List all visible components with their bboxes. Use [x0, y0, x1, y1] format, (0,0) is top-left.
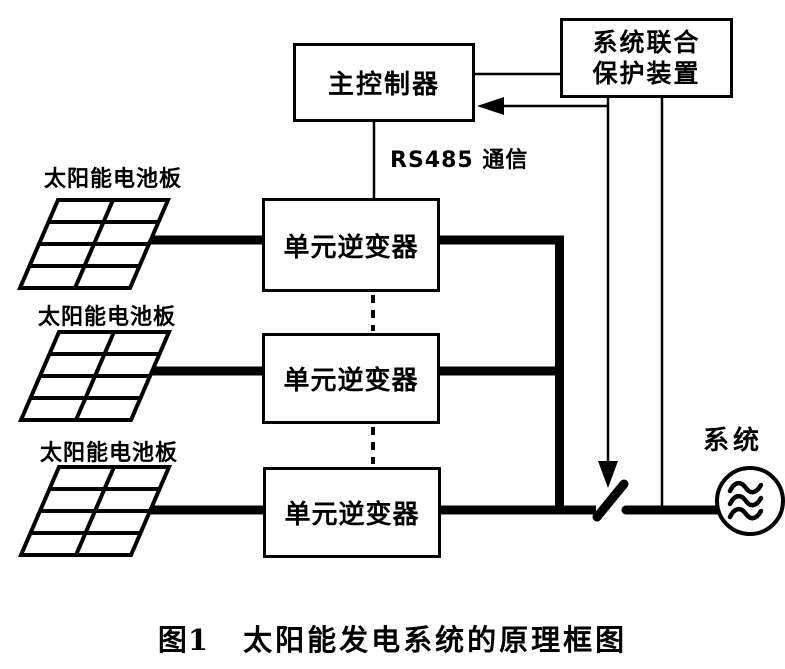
unit-inverter-box-1: 单元逆变器	[262, 198, 440, 292]
arrow-left-icon	[477, 97, 504, 115]
solar-panel-icon-3	[19, 465, 171, 557]
figure-number: 图1	[157, 623, 210, 657]
grid-system-label: 系统	[703, 426, 764, 456]
protection-device-label-line2: 保护装置	[592, 59, 701, 88]
unit-inverter-label-1: 单元逆变器	[283, 232, 419, 263]
solar-panel-label-2: 太阳能电池板	[38, 305, 177, 330]
solar-panel-label-1: 太阳能电池板	[44, 167, 183, 192]
protection-control-wire	[501, 98, 610, 461]
protection-device-box: 系统联合 保护装置	[560, 18, 733, 98]
main-controller-box: 主控制器	[293, 43, 475, 122]
unit-inverter-box-2: 单元逆变器	[262, 333, 440, 424]
figure-caption: 图1 太阳能发电系统的原理框图	[0, 617, 785, 659]
arrow-down-icon	[598, 461, 618, 488]
main-controller-label: 主控制器	[327, 70, 440, 100]
solar-panel-icon-2	[19, 330, 171, 422]
protection-device-label-line1: 系统联合	[592, 27, 701, 57]
switch-icon	[592, 479, 629, 522]
solar-panel-icon-1	[18, 198, 170, 290]
ac-grid-icon	[715, 466, 785, 536]
solar-panel-label-3: 太阳能电池板	[40, 441, 179, 466]
unit-inverter-label-2: 单元逆变器	[283, 366, 419, 396]
unit-inverter-box-3: 单元逆变器	[263, 467, 441, 558]
figure-title: 太阳能发电系统的原理框图	[243, 623, 628, 657]
unit-inverter-label-3: 单元逆变器	[284, 500, 420, 530]
rs485-label: RS485 通信	[390, 148, 529, 173]
